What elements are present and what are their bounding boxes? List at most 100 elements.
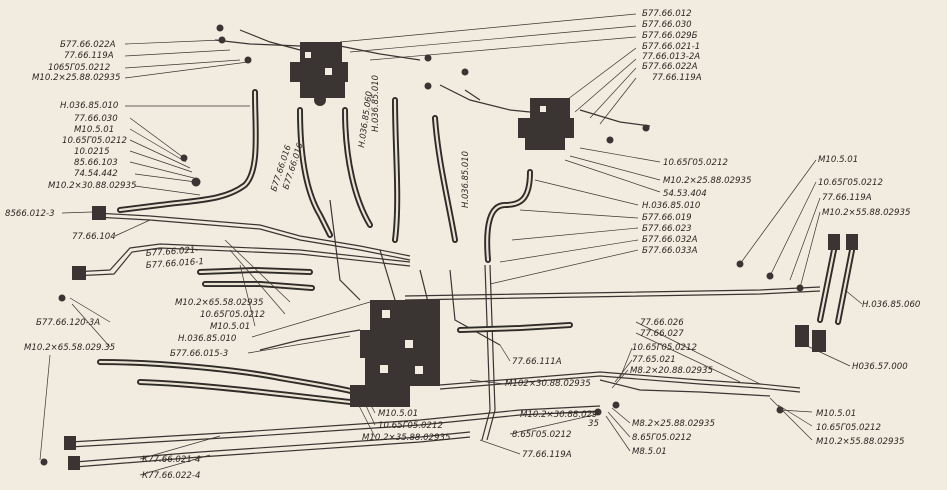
label-b77-66-029b: Б77.66.029Б [642,31,698,41]
left-pipe-upper [94,212,411,257]
label-77-66-119a-far-right: 77.66.119А [822,193,872,203]
label-m8-2x20: М8.2×20.88.02935 [630,366,713,376]
label-b77-66-022a-left: Б77.66.022А [60,40,116,50]
vertical-pipe-b [486,264,496,441]
label-m10-2x65-left: М10.2×65.58.029.35 [24,343,115,353]
label-b77-66-033a: Б77.66.033А [642,246,698,256]
pipe-upper-left-b [239,29,301,51]
label-54-53-404: 54.53.404 [663,189,707,199]
label-10-65g05-0212-far-low: 10.65Г05.0212 [816,423,881,433]
label-m8-5-01: М8.5.01 [632,447,667,457]
main-pipe-lower [404,290,821,301]
label-vertical-n036-85-010-b: Н.036.85.010 [460,151,470,208]
label-77-66-119a-right: 77.66.119А [652,73,702,83]
label-35-suffix: 35 [588,419,599,429]
label-m10-2x35: М10.2×35.88.02935 [362,433,450,443]
hose-left-curved-inner [118,90,257,212]
label-m10-5-01-mid: М10.5.01 [210,322,250,332]
label-m10-5-01-far-low: М10.5.01 [816,409,856,419]
right-lower-pipe-c [599,379,771,397]
label-k77-66-021-4: К77.66.021-4 [142,455,200,465]
pipe-central-e [259,329,361,351]
label-n036-57-000: Н036.57.000 [852,362,908,372]
label-74-54-442: 74.54.442 [74,169,118,179]
label-m102x25-top: М10.2×25.88.02935 [32,73,120,83]
pipe-right-block [579,109,651,127]
label-b77-66-023: Б77.66.023 [642,224,692,234]
label-77-66-013-2a: 77.66.013-2А [642,52,700,62]
label-77-66-030: 77.66.030 [74,114,118,124]
left-long-pipe-b [71,247,411,277]
lower-pipe-a [69,405,601,443]
hose-right-1-inner [486,170,532,262]
label-b77-66-030: Б77.66.030 [642,20,692,30]
hose-left-short-inner [198,268,312,274]
label-m10-2x30-low: М10.2×30.88.029 [520,410,598,420]
label-77-65-021: 77.65.021 [632,355,676,365]
fittings-left [64,206,106,470]
label-1065g05-0212-top: 1065Г05.0212 [48,63,110,73]
hose-right-1 [484,169,533,263]
label-slanted-b77-66-021: Б77.66.021- [146,245,199,259]
label-8-65g05-0212-b: 8.65Г05.0212 [632,433,691,443]
label-10-65g05-0212-low-right: 10.65Г05.0212 [632,343,697,353]
label-n036-85-060-right: Н.036.85.060 [862,300,921,310]
label-m10-5-01-low: М10.5.01 [378,409,418,419]
label-b77-66-120-3a: Б77.66.120-3А [36,318,100,328]
label-vertical-n036-85-010-a: Н.036.85.010 [370,75,380,132]
pipe-central-a [329,199,361,301]
label-77-66-026: 77.66.026 [640,318,684,328]
pipe-upper-right-a [439,84,531,113]
hose-far-right-2-inner [836,243,855,324]
label-10-0215: 10.0215 [74,147,110,157]
label-10-65g05-0212-left: 10.65Г05.0212 [62,136,127,146]
label-10-65g05-0212-mid: 10.65Г05.0212 [663,158,728,168]
label-m10-2x25-mid: М10.2×25.88.02935 [663,176,751,186]
label-77-66-119a-left: 77.66.119А [64,51,114,61]
label-k77-66-022-4: К77.66.022-4 [142,471,200,481]
pipe-upper-left-a [214,39,301,47]
label-b77-66-019: Б77.66.019 [642,213,692,223]
hose-lower-left-2-inner [138,380,352,404]
left-pipe-lower [94,216,411,261]
hose-lower-left-1-inner [98,360,357,394]
label-8566-012-3: 8566.012-3 [5,209,55,219]
label-n036-85-010-low: Н.036.85.010 [178,334,237,344]
label-m10-2x65-mid: М10.2×65.58.02935 [175,298,263,308]
hose-left-curved [117,89,259,213]
label-b77-66-022a-right: Б77.66.022А [642,62,698,72]
hose-left-short-2-inner [203,282,314,290]
valve-block-upper-left [290,42,348,106]
label-77-66-027: 77.66.027 [640,329,684,339]
label-n036-85-010-left: Н.036.85.010 [60,101,119,111]
pipe-upper-mid [339,45,421,61]
label-m10-2x55-right: М10.2×55.88.02935 [822,208,910,218]
hoses [97,89,856,405]
label-b77-66-021-1: Б77.66.021-1 [642,42,700,52]
lower-pipe-c [74,431,471,463]
hose-mid-4-inner [433,116,457,242]
central-manifold [350,300,440,407]
label-8-65g05-0212-a: 8.65Г05.0212 [512,430,571,440]
label-m102x30-center: М102×30.88.02935 [505,379,591,389]
pipe-lines [69,29,821,468]
hose-mid-3-inner [393,98,399,242]
label-m8-2x25: М8.2×25.88.02935 [632,419,715,429]
lower-pipe-d [74,436,471,468]
part-labels: Б77.66.012 Б77.66.030 Б77.66.029Б Б77.66… [5,9,921,481]
label-85-66-103: 85.66.103 [74,158,118,168]
right-lower-pipe-a [439,371,801,389]
hose-mid-1-inner [298,108,332,237]
hose-far-right-1-inner [818,243,837,322]
label-77-66-119a-low: 77.66.119А [522,450,572,460]
label-b77-66-012: Б77.66.012 [642,9,692,19]
label-b77-66-015-3: Б77.66.015-3 [170,349,228,359]
label-77-66-104: 77.66.104 [72,232,116,242]
hose-lower-right-inner [458,323,572,332]
pipe-central-d [449,269,501,346]
pipe-central-b [379,249,396,301]
label-10-65g05-0212-right: 10.65Г05.0212 [818,178,883,188]
label-m10-5-01-right: М10.5.01 [818,155,858,165]
